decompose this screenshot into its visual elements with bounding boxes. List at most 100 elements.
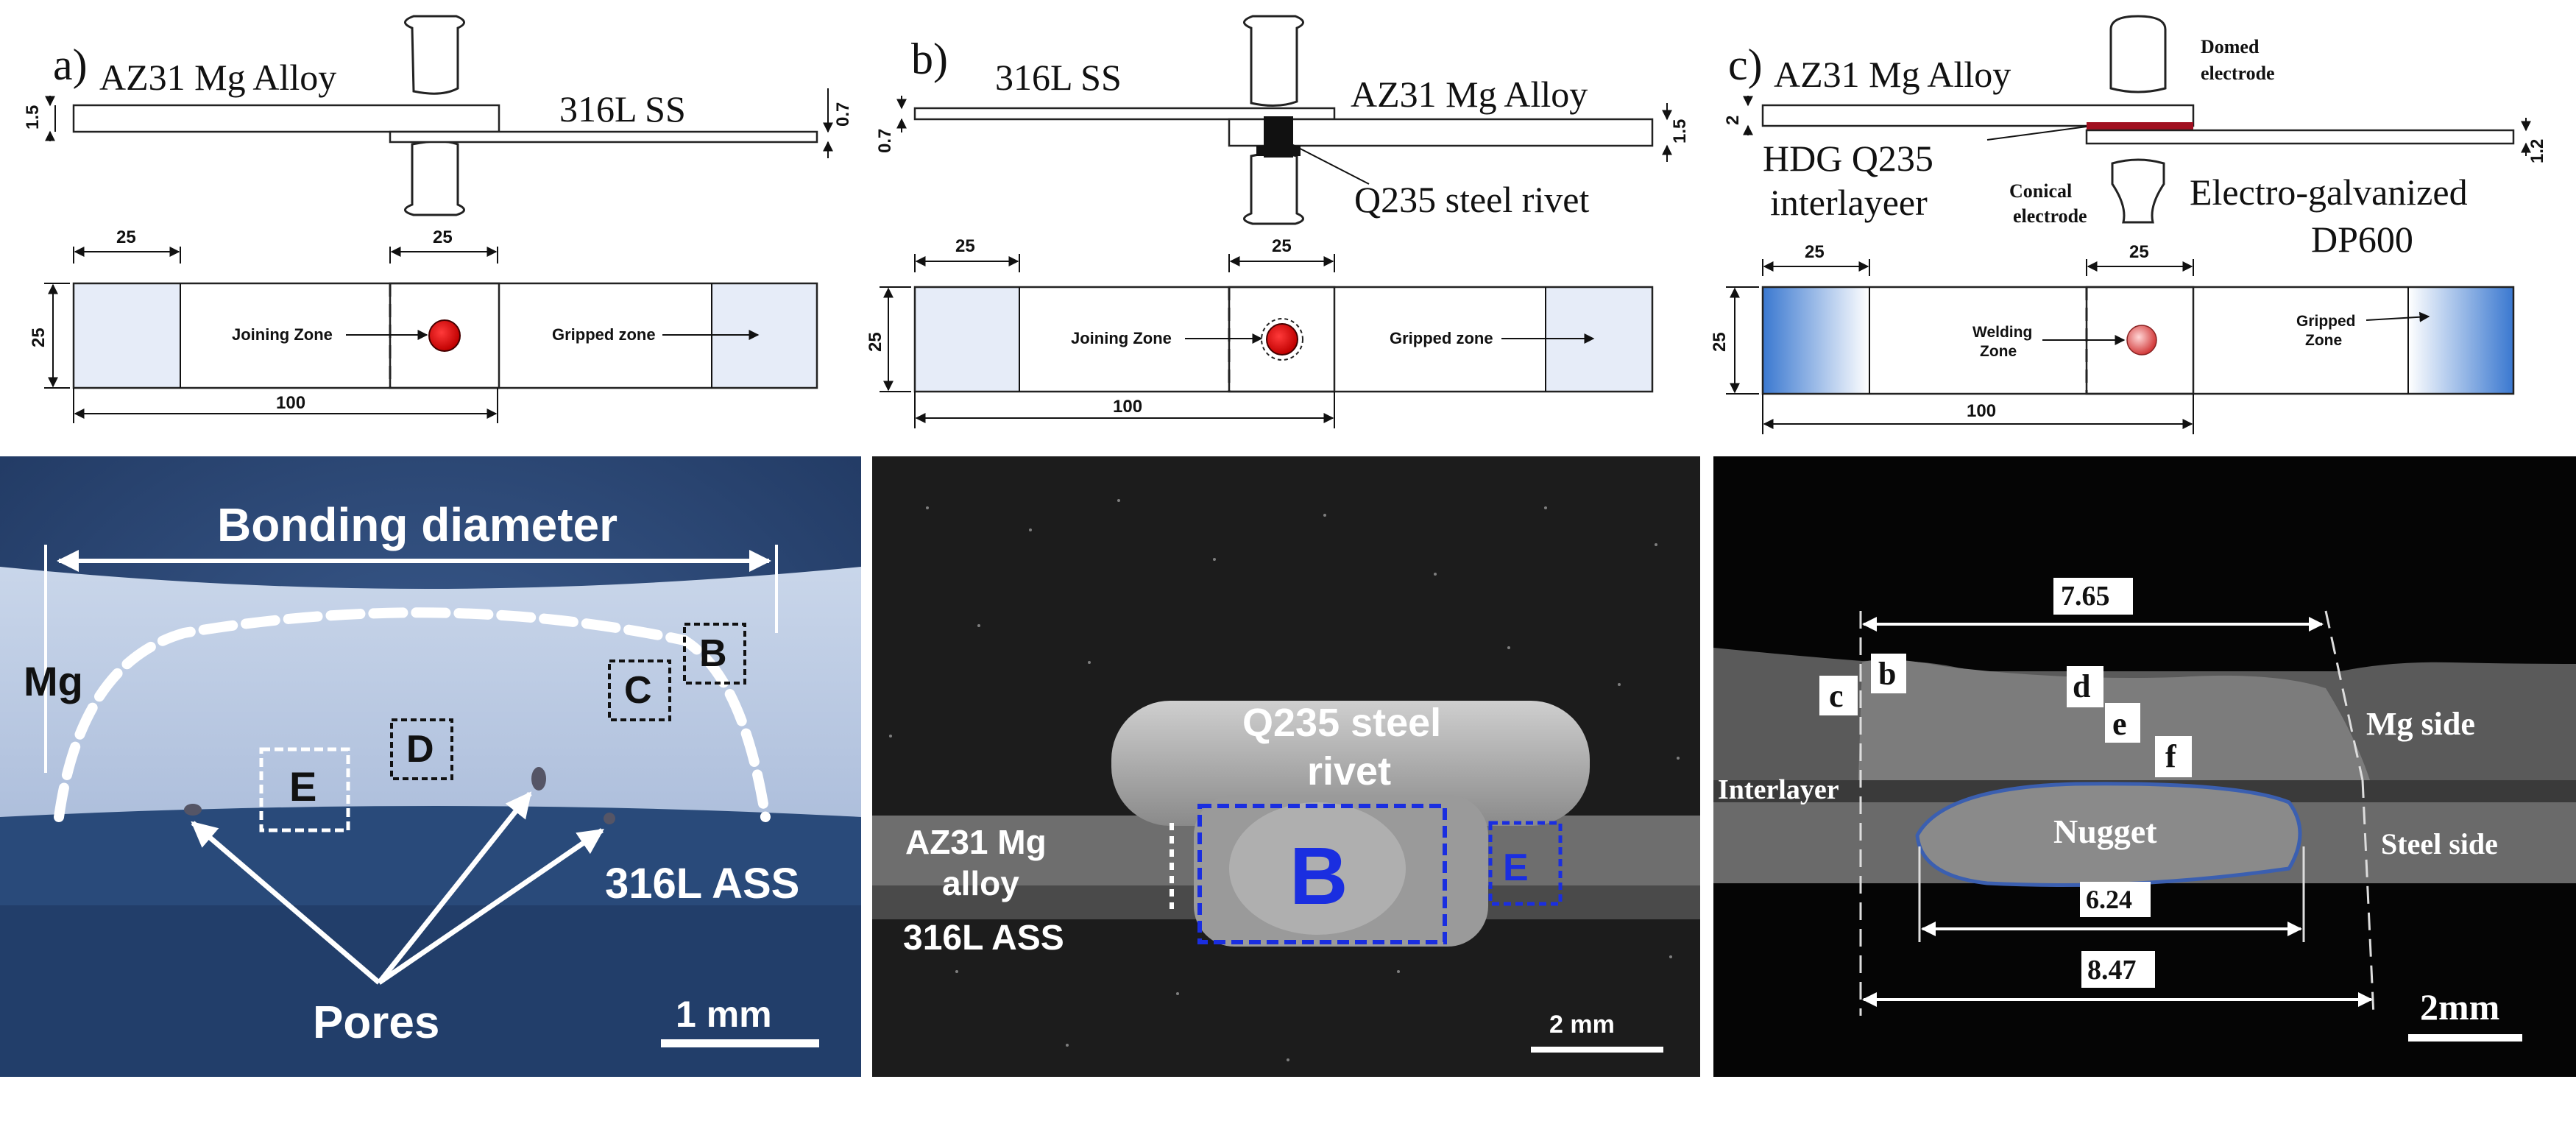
panel-a-weld-spot (428, 319, 461, 352)
panel-a-thickness-bottom: 0.7 (833, 102, 853, 127)
panel-a-dim-length: 100 (276, 393, 305, 413)
panel-c-micrograph: 7.65 6.24 8.47 c b d e f Mg side Interla… (1713, 456, 2576, 1077)
panel-a-dim-width: 25 (29, 328, 49, 347)
micro-c-scale-bar (2408, 1034, 2522, 1042)
micro-a-mg-label: Mg (24, 658, 83, 704)
panel-c-dim-length: 100 (1967, 401, 1996, 421)
panel-c-dim-width: 25 (1710, 332, 1730, 352)
micro-c-mg-side: Mg side (2366, 706, 2475, 742)
panel-b-mg-plate (1228, 118, 1654, 147)
panel-b-label: b) (911, 35, 948, 83)
micro-c-steel-side: Steel side (2381, 827, 2498, 860)
micro-c-tag-b: b (1878, 656, 1896, 692)
panel-a-micrograph: Bonding diameter Mg 316L ASS B C D E Por… (0, 456, 861, 1077)
micro-a-box-d (390, 718, 453, 780)
panel-c-domed-line1: Domed (2201, 36, 2260, 57)
panel-c-dim-overlap: 25 (2129, 242, 2149, 262)
panel-a-ss-plate (389, 130, 818, 144)
micro-a-box-c-label: C (624, 669, 652, 712)
panel-c-conical-electrode (2111, 158, 2165, 224)
panel-b-dim-width: 25 (866, 332, 885, 352)
micro-a-box-c (608, 659, 671, 721)
panel-c-steel-line1: Electro-galvanized (2190, 171, 2468, 213)
panel-a-mg-plate (72, 104, 500, 133)
panel-b-rivet-label: Q235 steel rivet (1354, 179, 1589, 220)
panel-c-domed-electrode (2109, 15, 2167, 93)
micro-b-scale-bar (1531, 1047, 1663, 1053)
panel-a-dim-left: 25 (116, 227, 136, 247)
panel-b-ss-plate (913, 107, 1336, 121)
micro-c-dim-bottom: 8.47 (2087, 955, 2137, 986)
micro-b-rivet-line1: Q235 steel (1242, 701, 1441, 745)
panel-c-interlayer-line2: interlayeer (1770, 182, 1928, 223)
panel-b-bottom-material: AZ31 Mg Alloy (1351, 74, 1588, 115)
panel-c-interlayer-line1: HDG Q235 (1763, 138, 1933, 179)
micro-c-nugget (1915, 782, 2302, 887)
panel-c-gripped-line1: Gripped (2296, 313, 2356, 330)
panel-a-dim-overlap: 25 (433, 227, 453, 247)
panel-a-zone-label: Joining Zone (232, 325, 333, 344)
panel-c-zone-line1: Welding (1972, 324, 2032, 341)
micro-a-box-b (683, 623, 746, 685)
micro-b-box-e-label: E (1503, 846, 1529, 889)
panel-a-lower-electrode (404, 140, 465, 216)
panel-c-steel-line2: DP600 (2311, 219, 2413, 260)
micro-c-dim-nugget: 6.24 (2086, 885, 2132, 914)
panel-b-grip-left (915, 287, 1019, 392)
panel-c-specimen (1761, 286, 2195, 395)
micro-c-tag-f: f (2165, 738, 2177, 774)
micro-c-tag-d: d (2073, 668, 2090, 704)
micro-b-box-e (1488, 821, 1563, 906)
micro-a-pores-label: Pores (313, 997, 439, 1048)
panel-a-thickness-top: 1.5 (23, 105, 43, 130)
panel-a-label: a) (53, 40, 88, 89)
panel-b-thickness-bottom: 1.5 (1670, 119, 1690, 144)
panel-a-schematic: a) AZ31 Mg Alloy 316L SS 1.5 0.7 25 25 (23, 15, 853, 423)
panel-b-schematic: b) 316L SS AZ31 Mg Alloy Q235 steel rive… (866, 15, 1690, 428)
panel-b-lower-electrode (1243, 152, 1304, 225)
panel-c-interlayer (2087, 122, 2193, 130)
micro-a-bonding-label: Bonding diameter (217, 498, 618, 551)
panel-b-dim-left: 25 (955, 236, 975, 256)
micro-b-box-b (1197, 804, 1447, 944)
panel-c-thickness-bottom: 1.2 (2527, 139, 2547, 163)
micro-a-box-e (259, 747, 350, 832)
panel-b-weld-spot (1266, 323, 1298, 356)
panel-b-zone-label: Joining Zone (1071, 329, 1172, 347)
micro-a-box-d-label: D (406, 728, 434, 771)
micro-c-scale-label: 2mm (2420, 986, 2499, 1028)
panel-a-specimen (72, 282, 500, 389)
panel-a-top-material: AZ31 Mg Alloy (99, 57, 336, 98)
panel-a-grip-left (74, 283, 180, 388)
micro-a-steel-label: 316L ASS (605, 860, 799, 908)
micro-b-steel-label: 316L ASS (903, 919, 1064, 958)
panel-c-schematic: c) AZ31 Mg Alloy Domed electrode 2 1.2 H… (1710, 15, 2547, 434)
panel-b-thickness-top: 0.7 (875, 129, 895, 153)
panel-c-conical-line1: Conical (2009, 180, 2072, 202)
panel-c-top-material: AZ31 Mg Alloy (1774, 54, 2011, 95)
panel-b-gripped-label: Gripped zone (1390, 329, 1493, 347)
panel-c-grip-right (2408, 287, 2513, 394)
micro-b-box-b-label: B (1289, 831, 1348, 922)
micro-b-mg-line2: alloy (942, 864, 1019, 902)
panel-a-bottom-material: 316L SS (559, 88, 686, 130)
panel-b-dim-overlap: 25 (1272, 236, 1292, 256)
micro-a-scale-bar (661, 1039, 819, 1047)
panel-c-label: c) (1728, 40, 1763, 89)
panel-c-conical-line2: electrode (2013, 205, 2087, 227)
panel-b-upper-electrode (1243, 15, 1304, 107)
panel-c-weld-spot (2126, 325, 2157, 356)
micro-c-nugget-label: Nugget (2053, 813, 2157, 850)
panel-b-top-material: 316L SS (995, 57, 1122, 98)
micro-c-dim-top: 7.65 (2061, 581, 2110, 612)
panel-b-micrograph: Q235 steel rivet AZ31 Mg alloy 316L ASS … (872, 456, 1700, 1077)
panel-c-steel-plate (2085, 129, 2515, 145)
panel-c-gripped-line2: Zone (2305, 332, 2342, 349)
panel-b-dim-length: 100 (1113, 397, 1142, 417)
micro-a-box-e-label: E (289, 763, 316, 810)
micro-c-interlayer: Interlayer (1718, 774, 1839, 805)
panel-c-thickness-top: 2 (1723, 116, 1743, 125)
micro-b-mg-line1: AZ31 Mg (905, 823, 1047, 861)
panel-c-domed-line2: electrode (2201, 63, 2275, 84)
